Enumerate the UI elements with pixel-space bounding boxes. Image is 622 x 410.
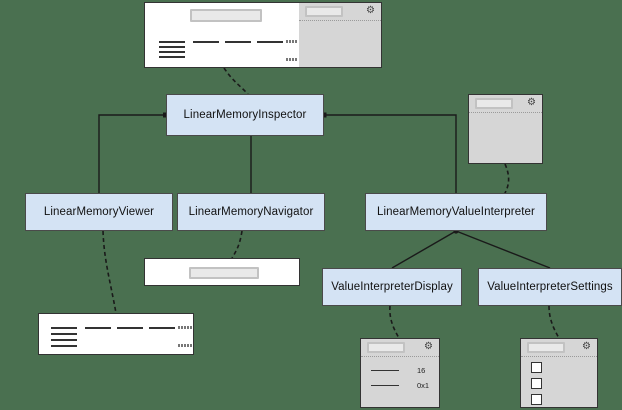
toolbar-input-pill (527, 342, 565, 353)
value-label-placeholder (371, 369, 399, 372)
node-linear-memory-navigator[interactable]: LinearMemoryNavigator (177, 193, 325, 231)
memory-address-line (51, 333, 77, 335)
panel-body (299, 21, 381, 67)
memory-address-line (51, 345, 77, 347)
toolbar-input-pill (367, 342, 405, 353)
edge-endpoint-dot-right (321, 112, 327, 118)
memory-address-line (159, 51, 185, 53)
edge-settings-mock (548, 305, 560, 339)
panel-toolbar: ⚙ (361, 339, 439, 357)
mockup-value-interpreter-settings: ⚙ (520, 338, 598, 408)
settings-checkbox[interactable] (531, 394, 542, 405)
memory-address-line (159, 46, 185, 48)
value-text: 16 (417, 366, 426, 375)
mockup-interpreter-pane: ⚙ (299, 3, 381, 67)
memory-byte-group (117, 327, 143, 329)
mockup-value-interpreter: ⚙ (468, 94, 543, 164)
mockup-linear-memory-navigator (144, 258, 300, 286)
edge-interpreter-settings (455, 230, 551, 269)
edge-navigator-mock (231, 230, 243, 259)
gear-icon: ⚙ (527, 97, 536, 108)
value-label-placeholder (371, 384, 399, 387)
memory-byte-group (149, 327, 175, 329)
memory-byte-group (257, 41, 283, 43)
panel-body: 16 0x1 (361, 357, 439, 407)
panel-toolbar: ⚙ (299, 3, 381, 21)
memory-address-line (159, 56, 185, 58)
panel-body (521, 357, 597, 407)
gear-icon: ⚙ (582, 341, 591, 352)
edge-inspector-interpreter (324, 114, 457, 193)
node-linear-memory-inspector[interactable]: LinearMemoryInspector (166, 94, 324, 136)
panel-body (469, 113, 542, 163)
memory-address-line (159, 41, 185, 43)
settings-checkbox[interactable] (531, 362, 542, 373)
navigator-address-input (189, 267, 259, 279)
panel-toolbar: ⚙ (521, 339, 597, 357)
panel-toolbar: ⚙ (469, 95, 542, 113)
memory-address-line (51, 339, 77, 341)
node-value-interpreter-display[interactable]: ValueInterpreterDisplay (322, 268, 462, 306)
memory-byte-group (225, 41, 251, 43)
edge-interpreter-display (391, 230, 457, 269)
gear-icon: ⚙ (366, 5, 375, 16)
memory-byte-group (193, 41, 219, 43)
mockup-memory-pane (145, 3, 299, 67)
toolbar-input-pill (305, 6, 343, 17)
edge-inspector-viewer (98, 114, 166, 193)
settings-checkbox[interactable] (531, 378, 542, 389)
memory-ascii-column (178, 326, 193, 347)
value-row: 16 (371, 366, 425, 375)
node-linear-memory-value-interpreter[interactable]: LinearMemoryValueInterpreter (365, 193, 547, 231)
toolbar-input-pill (475, 98, 513, 109)
gear-icon: ⚙ (424, 341, 433, 352)
mockup-linear-memory-inspector: ⚙ (144, 2, 382, 68)
memory-byte-group (85, 327, 111, 329)
value-text: 0x1 (417, 381, 430, 390)
value-row: 0x1 (371, 381, 429, 390)
mockup-value-interpreter-display: ⚙ 16 0x1 (360, 338, 440, 408)
memory-ascii-column (286, 40, 299, 61)
edge-viewer-mock (102, 230, 117, 314)
mockup-linear-memory-viewer (38, 313, 194, 355)
memory-address-line (51, 327, 77, 329)
address-input-pill (190, 9, 262, 22)
node-linear-memory-viewer[interactable]: LinearMemoryViewer (25, 193, 173, 231)
edge-endpoint-dot (163, 112, 168, 118)
node-value-interpreter-settings[interactable]: ValueInterpreterSettings (478, 268, 622, 306)
edge-display-mock (389, 305, 400, 339)
edge-mock-inspector (223, 67, 249, 95)
